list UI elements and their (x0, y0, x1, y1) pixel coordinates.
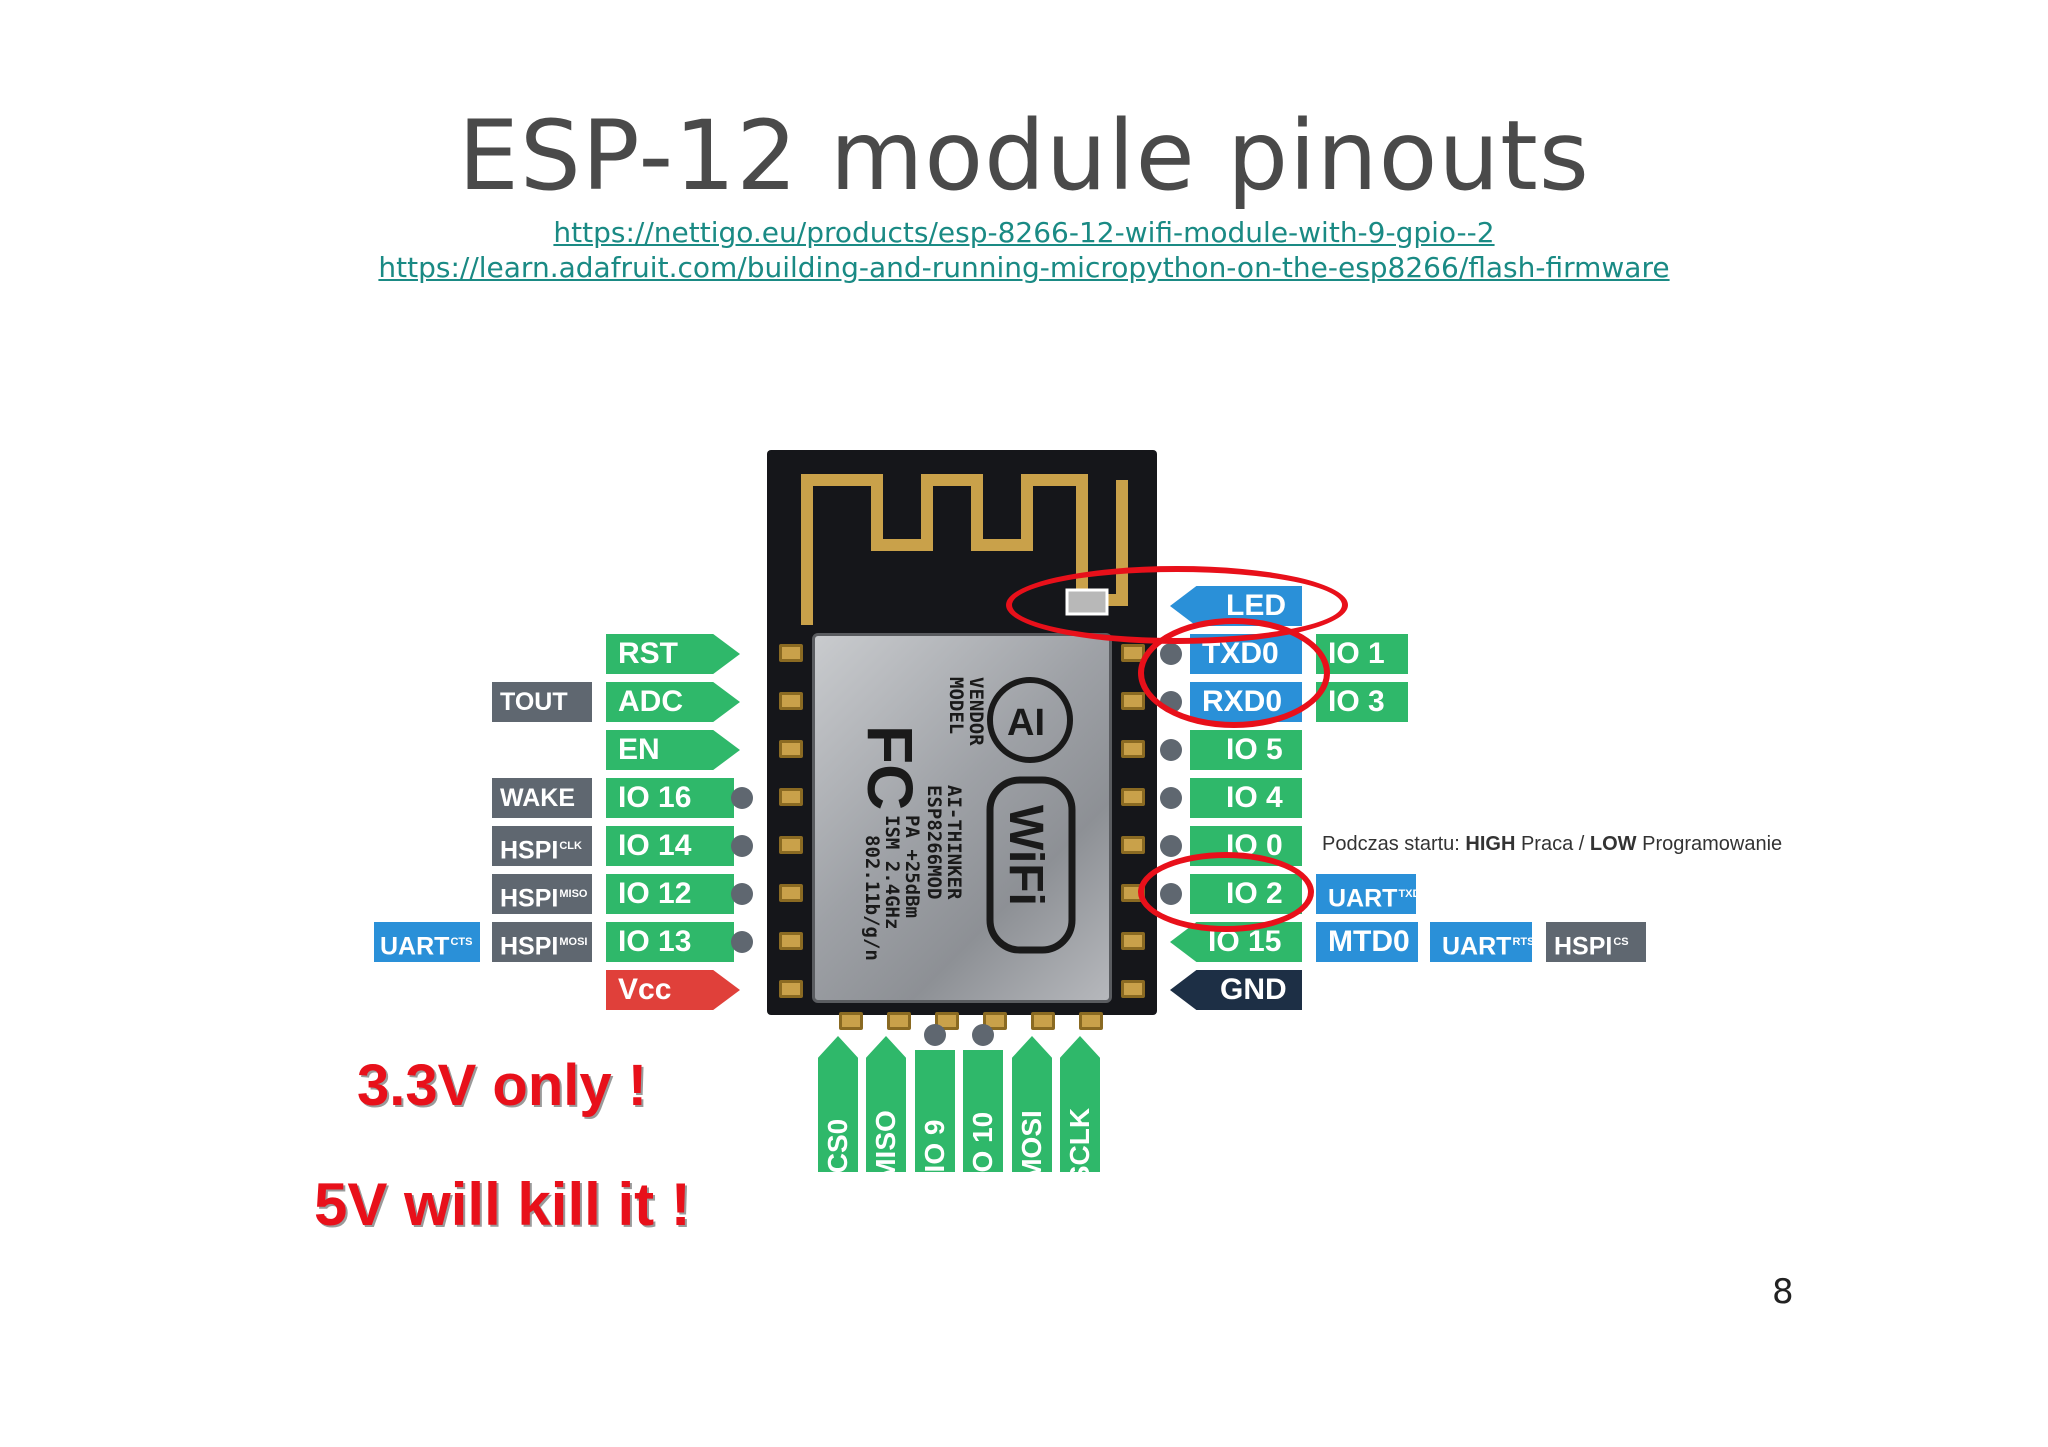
pad (1031, 1012, 1055, 1030)
pin-alt-io3: IO 3 (1316, 682, 1408, 722)
pin-label-rst: RST (606, 634, 740, 674)
pin-label-io4: IO 4 (1190, 778, 1302, 818)
wifi-logo-icon (986, 776, 1076, 954)
gpio-dot-icon (924, 1024, 946, 1046)
pad (779, 740, 803, 758)
pad (779, 836, 803, 854)
shield-line-part: ESP8266MOD (923, 785, 945, 899)
pin-label-mosi: MOSI (1012, 1036, 1052, 1172)
pin-label-io16: IO 16 (606, 778, 734, 818)
fc-logo: FC (854, 725, 926, 810)
gpio-dot-icon (731, 931, 753, 953)
shield-line-maker: AI-THINKER (943, 785, 965, 900)
warning-3v3-only: 3.3V only ! (357, 1053, 648, 1118)
pin-label-adc: ADC (606, 682, 740, 722)
pin-label-cs0: CS0 (818, 1036, 858, 1172)
pin-label-io12: IO 12 (606, 874, 734, 914)
shield-line-ism: ISM 2.4GHz (881, 815, 903, 929)
pad (779, 884, 803, 902)
page-number: 8 (1772, 1272, 1794, 1312)
pin-label-io14: IO 14 (606, 826, 734, 866)
pad (1121, 932, 1145, 950)
pin-label-io9: IO 9 (915, 1050, 955, 1172)
gpio-dot-icon (972, 1024, 994, 1046)
pad (1121, 836, 1145, 854)
pin-alt-io1: IO 1 (1316, 634, 1408, 674)
pad (1121, 692, 1145, 710)
pin-label-sclk: SCLK (1060, 1036, 1100, 1172)
gpio-dot-icon (1160, 835, 1182, 857)
pad (779, 932, 803, 950)
shield-line-pa: PA +25dBm (901, 815, 923, 918)
ai-logo: AI (1007, 702, 1045, 744)
link-nettigo[interactable]: https://nettigo.eu/products/esp-8266-12-… (553, 216, 1495, 249)
pin-label-io13: IO 13 (606, 922, 734, 962)
ai-logo-icon (987, 677, 1073, 763)
boot-mode-note: Podczas startu: HIGH Praca / LOW Program… (1322, 833, 1783, 855)
pad (1121, 788, 1145, 806)
highlight-io2 (1138, 852, 1314, 932)
pin-label-miso: MISO (866, 1036, 906, 1172)
page-title: ESP-12 module pinouts (458, 100, 1590, 212)
shield-markings: FC AI WiFi MODEL ESP8266MOD VENDOR AI-TH… (854, 677, 1076, 961)
pin-label-gnd: GND (1170, 970, 1302, 1010)
pin-alt-hspi-miso: HSPIMISO (492, 874, 592, 914)
gpio-dot-icon (731, 787, 753, 809)
pad (1121, 980, 1145, 998)
link-adafruit[interactable]: https://learn.adafruit.com/building-and-… (378, 251, 1670, 284)
pin-alt-uart-rts: UARTRTS (1430, 922, 1534, 962)
pin-label-vcc: Vcc (606, 970, 740, 1010)
pin-alt-wake: WAKE (492, 778, 592, 818)
pin-alt-uart-cts: UARTCTS (374, 922, 480, 962)
pin-alt-mtd0: MTD0 (1316, 922, 1418, 962)
pad (1079, 1012, 1103, 1030)
pad (779, 980, 803, 998)
pad (779, 788, 803, 806)
gpio-dot-icon (731, 835, 753, 857)
pin-label-io10: IO 10 (963, 1050, 1003, 1180)
pad (887, 1012, 911, 1030)
pin-label-en: EN (606, 730, 740, 770)
highlight-uart0 (1138, 618, 1330, 728)
shield-line-standard: 802.11b/g/n (861, 835, 883, 961)
pin-alt-hspi-cs: HSPICS (1546, 922, 1646, 962)
pad (1121, 740, 1145, 758)
shield-line-vendor: VENDOR (965, 677, 987, 746)
gpio-dot-icon (1160, 787, 1182, 809)
warning-5v-kills: 5V will kill it ! (314, 1171, 691, 1238)
pin-alt-tout: TOUT (492, 682, 592, 722)
shield-line-model: MODEL (945, 677, 967, 734)
pin-alt-hspi-clk: HSPICLK (492, 826, 592, 866)
pin-alt-uart-txd: UARTTXD (1316, 874, 1420, 914)
wifi-logo: WiFi (999, 805, 1052, 906)
gpio-dot-icon (731, 883, 753, 905)
pad (779, 644, 803, 662)
pad (779, 692, 803, 710)
pad (839, 1012, 863, 1030)
pin-label-io5: IO 5 (1190, 730, 1302, 770)
pin-alt-hspi-mosi: HSPIMOSI (492, 922, 592, 962)
gpio-dot-icon (1160, 739, 1182, 761)
